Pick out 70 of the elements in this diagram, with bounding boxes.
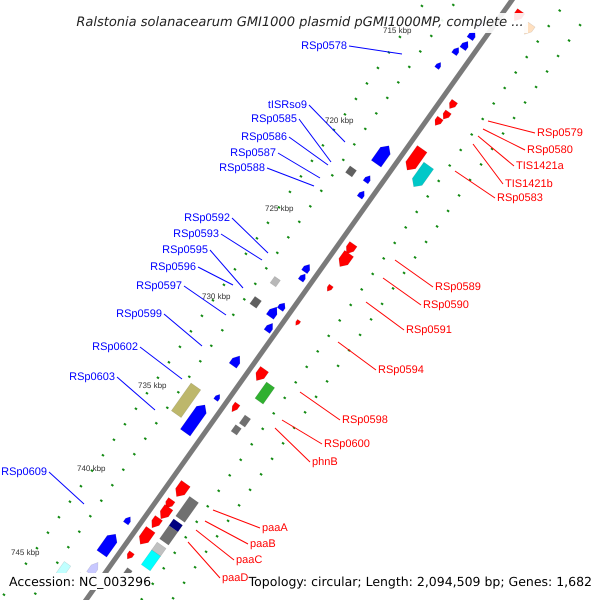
gene-label: RSp0593 (173, 227, 219, 241)
leader-line (274, 428, 310, 462)
gene-label: RSp0609 (1, 465, 47, 479)
leader-line (454, 170, 496, 198)
scale-label: 715 kbp (383, 26, 412, 36)
leader-line (220, 234, 262, 260)
gene-label: RSp0594 (378, 363, 424, 377)
leader-line (204, 520, 248, 544)
gene-label: RSp0589 (435, 280, 481, 294)
gene-label: RSp0592 (184, 211, 230, 225)
gene-label: paaA (262, 521, 288, 535)
gene-label: phnB (312, 455, 338, 469)
scale-label: 725 kbp (265, 204, 294, 214)
gene-label: RSp0600 (324, 437, 370, 451)
leader-line (164, 314, 202, 346)
leader-line (482, 128, 526, 150)
leader-line (282, 420, 322, 444)
gene-label: RSp0591 (406, 323, 452, 337)
leader-line (212, 510, 260, 528)
gene-label: TIS1421b (505, 177, 553, 191)
gene-label: RSp0586 (241, 130, 287, 144)
gene-label: RSp0588 (219, 161, 265, 175)
gene-label: RSp0578 (301, 39, 347, 53)
leader-line (188, 542, 220, 578)
gene-label: RSp0587 (230, 146, 276, 160)
scale-label: 730 kbp (202, 292, 230, 302)
gene-label: tISRso9 (268, 98, 307, 112)
leader-line (198, 266, 234, 286)
gene-label: RSp0596 (150, 260, 196, 274)
leader-line (478, 136, 514, 166)
gene-label: RSp0580 (527, 143, 573, 157)
scale-label: 735 kbp (138, 381, 166, 391)
leader-line (196, 530, 234, 560)
gene-label: RSp0603 (69, 370, 115, 384)
gene-label: RSp0590 (423, 298, 469, 312)
leader-line (184, 286, 226, 316)
leader-line (394, 260, 434, 288)
scale-label: 740 kbp (77, 464, 106, 474)
leader-line (338, 342, 376, 370)
leader-line (140, 346, 182, 380)
leader-line (308, 104, 346, 142)
gene-label: RSp0595 (162, 243, 208, 257)
leader-line (300, 392, 340, 420)
scale-label: 720 kbp (325, 116, 354, 126)
leader-line (366, 302, 404, 330)
gene-label: paaB (250, 537, 276, 551)
leader-line (278, 152, 320, 178)
gene-label: RSp0598 (342, 413, 388, 427)
leader-line (348, 46, 402, 54)
leader-line (266, 168, 314, 186)
gene-label: paaC (236, 553, 262, 567)
gene-label: RSp0579 (537, 126, 583, 140)
leader-line (210, 250, 244, 288)
leader-line (232, 218, 268, 254)
leader-line (472, 144, 504, 184)
gene-label: RSp0585 (251, 112, 297, 126)
gene-label: RSp0602 (92, 340, 138, 354)
accession-note: Accession: NC_003296 (9, 573, 152, 590)
scale-label: 745 kbp (11, 548, 40, 558)
gene-label: RSp0599 (116, 307, 162, 321)
gene-label: RSp0583 (497, 191, 543, 205)
leader-line (48, 472, 84, 504)
leader-line (382, 278, 422, 306)
leader-line (288, 136, 328, 166)
leader-line (488, 120, 536, 134)
gene-label: RSp0597 (136, 279, 182, 293)
gene-label: TIS1421a (516, 159, 564, 173)
leader-line (298, 118, 332, 162)
gene-label: paaD (222, 571, 248, 585)
leader-line (116, 376, 156, 410)
